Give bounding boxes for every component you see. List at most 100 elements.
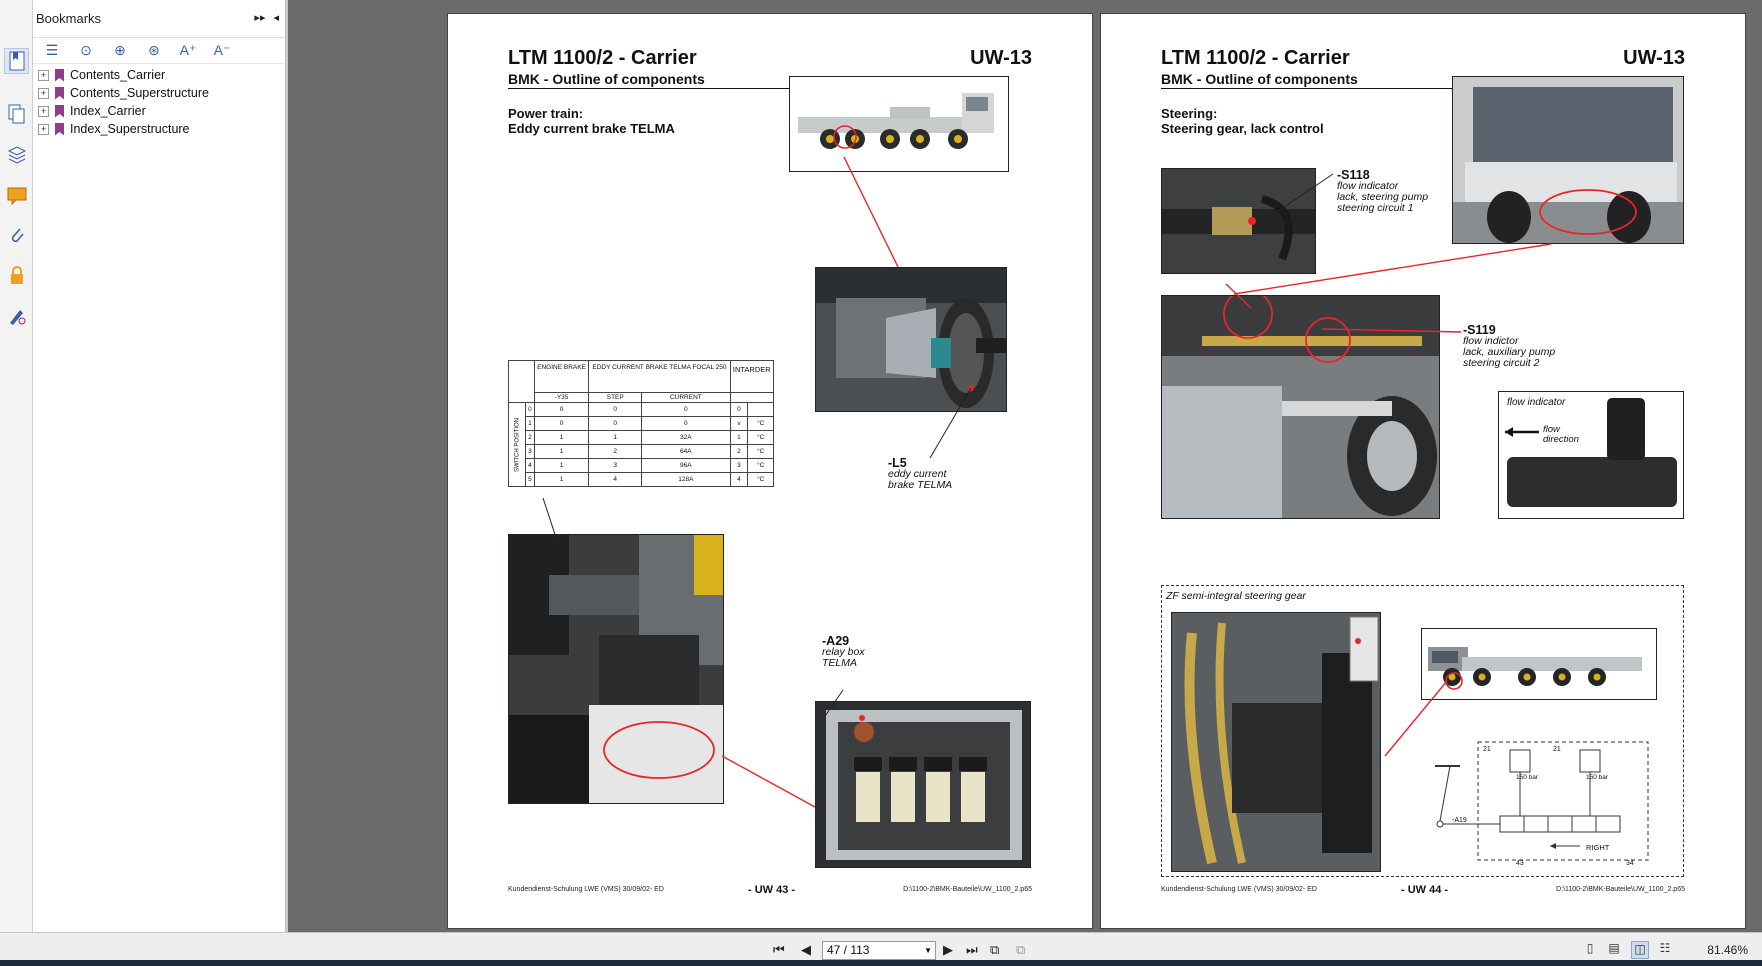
relay-box-photo: [815, 701, 1031, 868]
bookmark-label[interactable]: Index_Superstructure: [70, 122, 190, 136]
diagram-label: 21: [1483, 746, 1491, 753]
page-footer-center: - UW 44 -: [1401, 884, 1449, 896]
attachments-icon[interactable]: [4, 222, 29, 248]
table-cell: 4: [525, 458, 535, 473]
sign-icon[interactable]: [4, 303, 29, 329]
layers-icon[interactable]: [4, 142, 29, 168]
bookmark-item[interactable]: + Contents_Carrier: [33, 66, 285, 84]
cab-interior-photo: [508, 534, 724, 804]
bookmark-item[interactable]: + Index_Superstructure: [33, 120, 285, 138]
first-page-icon[interactable]: ⏮: [773, 942, 785, 957]
document-page-right: LTM 1100/2 - Carrier UW-13 BMK - Outline…: [1100, 13, 1746, 929]
callout-desc: lack, steering pump: [1337, 191, 1429, 203]
callout-id: -L5: [888, 456, 907, 470]
expand-toggle-icon[interactable]: +: [38, 105, 49, 117]
zf-section-title: ZF semi-integral steering gear: [1166, 590, 1306, 602]
callout-desc: relay box: [822, 646, 865, 658]
next-page-icon[interactable]: ▶: [943, 942, 953, 957]
page-subtitle: BMK - Outline of components: [508, 71, 705, 87]
panel-splitter[interactable]: [286, 0, 288, 932]
single-page-view-icon[interactable]: ▯: [1586, 941, 1594, 955]
table-subheader: [729, 392, 775, 403]
callout-desc: flow indictor: [1463, 335, 1519, 347]
comments-icon[interactable]: [4, 183, 29, 209]
expand-toggle-icon[interactable]: +: [38, 69, 49, 81]
continuous-facing-view-icon[interactable]: ☷: [1659, 941, 1671, 955]
bookmark-label[interactable]: Contents_Carrier: [70, 68, 166, 82]
reduce-text-icon[interactable]: A⁻: [213, 42, 231, 58]
bookmarks-panel: Bookmarks ▸▸ ◂ ☰ ⊙ ⊕ ⊛ A⁺ A⁻ + Contents_…: [33, 0, 286, 932]
diagram-label: -A19: [1452, 817, 1467, 824]
table-cell: 2: [729, 444, 749, 459]
bookmark-item[interactable]: + Contents_Superstructure: [33, 84, 285, 102]
bookmark-label[interactable]: Contents_Superstructure: [70, 86, 209, 100]
page-code: UW-13: [1623, 47, 1685, 69]
table-cell: v: [729, 416, 749, 431]
callout-id: -S119: [1463, 323, 1496, 337]
callout-desc: lack, auxiliary pump: [1463, 346, 1556, 358]
next-view-icon[interactable]: ⧉: [1016, 942, 1026, 957]
bookmark-item[interactable]: + Index_Carrier: [33, 102, 285, 120]
page-number-value[interactable]: 47 / 113: [827, 943, 870, 957]
page-thumbnails-icon[interactable]: [4, 101, 29, 127]
expand-toggle-icon[interactable]: +: [38, 87, 49, 99]
zoom-level[interactable]: 81.46%: [1707, 943, 1748, 957]
zf-steering-gear-section: ZF semi-integral steering gear: [1161, 585, 1684, 877]
table-cell: 1: [533, 430, 590, 445]
table-cell: 0: [533, 402, 590, 417]
section-title: Power train: Eddy current brake TELMA: [508, 106, 675, 136]
table-subheader: CURRENT: [641, 392, 731, 403]
page-number-input[interactable]: 47 / 113 ▼: [822, 941, 936, 960]
document-view[interactable]: LTM 1100/2 - Carrier UW-13 BMK - Outline…: [288, 0, 1762, 932]
table-cell: 3: [588, 458, 643, 473]
left-tool-rail: [0, 0, 33, 932]
enlarge-text-icon[interactable]: A⁺: [179, 42, 197, 58]
new-bookmark-icon[interactable]: ⊙: [80, 42, 92, 58]
diagram-label: 150 bar: [1586, 774, 1609, 781]
lock-icon[interactable]: [4, 262, 29, 288]
s118-sensor-photo: [1161, 168, 1316, 274]
section-line: Steering:: [1161, 106, 1218, 121]
callout-s119: -S119 flow indictor lack, auxiliary pump…: [1463, 323, 1556, 369]
bookmark-icon: [55, 68, 64, 82]
last-page-icon[interactable]: ⏭: [966, 942, 978, 957]
table-header: ENGINE BRAKE: [533, 360, 590, 393]
expand-panel-icon[interactable]: ▸▸: [254, 12, 266, 24]
page-footer-left: Kundendienst-Schulung LWE (VMS) 30/09/02…: [508, 886, 664, 893]
table-cell: 4: [588, 472, 643, 487]
diagram-label: 21: [1553, 746, 1561, 753]
expand-bookmark-icon[interactable]: ⊕: [114, 42, 126, 58]
table-cell: °C: [747, 444, 774, 459]
bookmark-label[interactable]: Index_Carrier: [70, 104, 146, 118]
page-title: LTM 1100/2 - Carrier: [1161, 47, 1350, 69]
table-cell: 0: [641, 416, 731, 431]
table-cell: 3: [525, 444, 535, 459]
bookmark-list: + Contents_Carrier + Contents_Superstruc…: [33, 64, 285, 138]
find-bookmark-icon[interactable]: ⊛: [148, 42, 160, 58]
flow-direction-label: flow direction: [1543, 425, 1579, 445]
flow-direction-line: direction: [1543, 434, 1579, 445]
table-cell: 0: [729, 402, 749, 417]
prev-page-icon[interactable]: ◀: [801, 942, 811, 957]
facing-view-icon[interactable]: ◫: [1631, 941, 1649, 959]
chassis-steering-photo: [1161, 295, 1440, 519]
table-row: 3 1 2 64A 2 °C: [509, 444, 774, 459]
table-cell: °C: [747, 416, 774, 431]
table-subheader: -Y35: [533, 392, 590, 403]
table-cell: °C: [747, 430, 774, 445]
previous-view-icon[interactable]: ⧉: [990, 942, 1000, 957]
page-footer-center: - UW 43 -: [748, 884, 796, 896]
table-cell: °C: [747, 472, 774, 487]
bookmarks-panel-icon[interactable]: [4, 48, 29, 74]
bookmark-options-icon[interactable]: ☰: [45, 42, 59, 58]
callout-desc: steering circuit 1: [1337, 202, 1414, 214]
chevron-down-icon[interactable]: ▼: [924, 946, 932, 955]
continuous-view-icon[interactable]: ▤: [1608, 941, 1620, 955]
expand-toggle-icon[interactable]: +: [38, 123, 49, 135]
collapse-panel-icon[interactable]: ◂: [273, 12, 279, 24]
flow-direction-line: flow: [1543, 424, 1560, 435]
table-cell: 0: [525, 402, 535, 417]
table-cell: 0: [588, 416, 643, 431]
table-cell: 128A: [641, 472, 731, 487]
bookmarks-panel-title: Bookmarks: [36, 11, 102, 26]
